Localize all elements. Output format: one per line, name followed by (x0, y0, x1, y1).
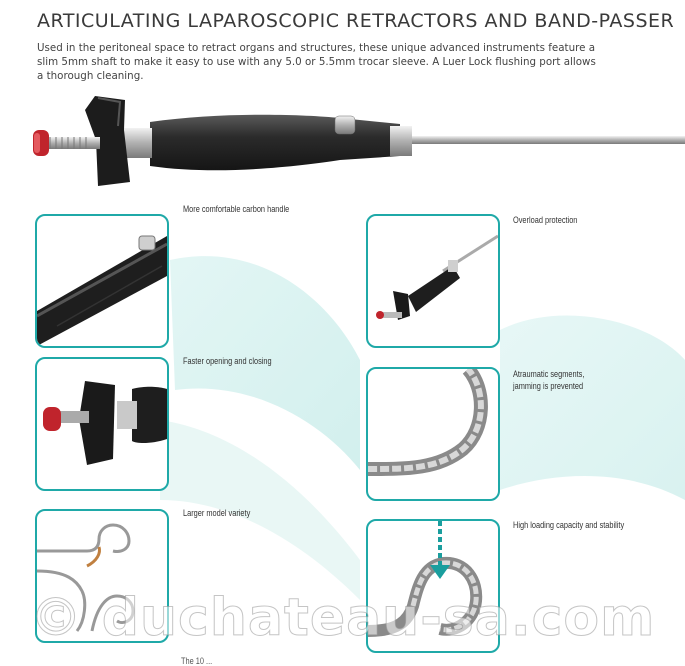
intro-paragraph: Used in the peritoneal space to retract … (37, 42, 596, 82)
model-variety-image (37, 523, 135, 632)
feature-card-carbon-handle (35, 214, 169, 348)
carbon-handle-image (37, 235, 167, 346)
page-title: ARTICULATING LAPAROSCOPIC RETRACTORS AND… (37, 10, 675, 32)
watermark: © duchateau-sa.com (29, 588, 656, 649)
caption-carbon-handle: More comfortable carbon handle (183, 204, 290, 214)
caption-loading-capacity: High loading capacity and stability (513, 520, 625, 530)
retractor-instrument-illustration (33, 96, 685, 186)
faster-opening-image (43, 381, 167, 465)
feature-card-loading-capacity (366, 519, 500, 653)
loading-capacity-image (368, 521, 483, 637)
caption-jamming-prevented: jamming is prevented (513, 381, 584, 391)
feature-card-model-variety (35, 509, 169, 643)
feature-card-atraumatic-segments (366, 367, 500, 501)
caption-atraumatic-segments: Atraumatic segments, (513, 369, 585, 379)
overload-protection-image (376, 234, 498, 320)
caption-cut-off: The 10 ... (181, 656, 213, 666)
feature-card-overload-protection (366, 214, 500, 348)
caption-faster-opening: Faster opening and closing (183, 356, 272, 366)
atraumatic-segments-image (368, 369, 488, 476)
caption-overload-protection: Overload protection (513, 215, 578, 225)
caption-model-variety: Larger model variety (183, 508, 251, 518)
feature-card-faster-opening (35, 357, 169, 491)
